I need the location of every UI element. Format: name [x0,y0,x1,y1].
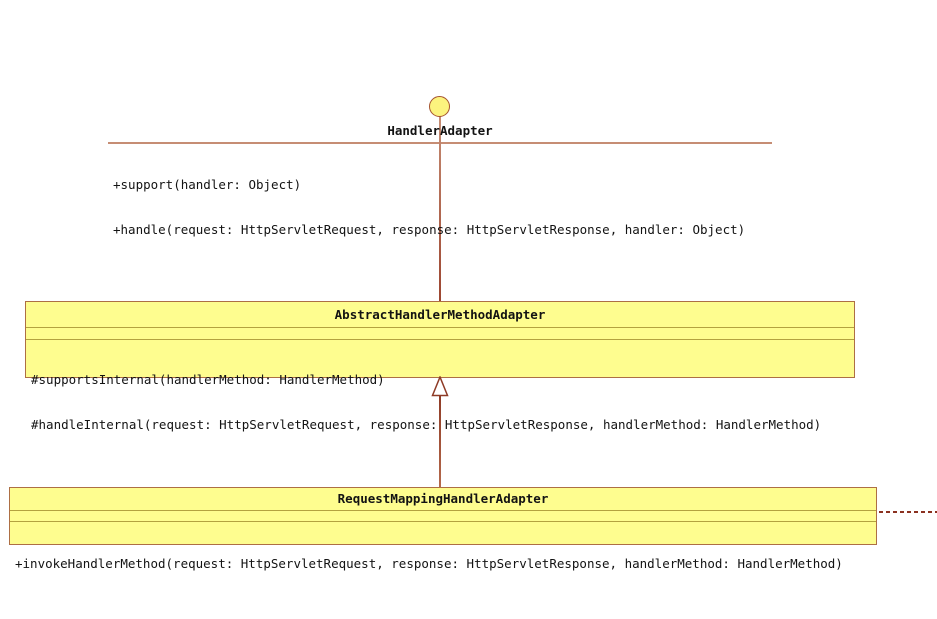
interface-method: +support(handler: Object) [113,177,302,192]
class-box-abstract-handler-method-adapter: AbstractHandlerMethodAdapter #supportsIn… [25,301,855,432]
interface-method: +handle(request: HttpServletRequest, res… [113,222,746,237]
class-method: #handleInternal(request: HttpServletRequ… [31,417,822,432]
fields-compartment [10,511,876,522]
class-method: #supportsInternal(handlerMethod: Handler… [31,372,385,387]
class-box-request-mapping-handler-adapter: RequestMappingHandlerAdapter +invokeHand… [9,487,877,571]
class-method: +invokeHandlerMethod(request: HttpServle… [15,556,843,571]
generalization-triangle-icon [431,376,449,397]
interface-lollipop-icon [429,96,450,117]
generalization-line [439,395,441,488]
fields-compartment [26,328,854,340]
methods-compartment: #supportsInternal(handlerMethod: Handler… [26,340,854,462]
methods-compartment: +invokeHandlerMethod(request: HttpServle… [10,522,876,601]
realization-line [439,116,441,302]
interface-methods: +support(handler: Object) +handle(reques… [113,147,745,267]
class-name: AbstractHandlerMethodAdapter [26,302,854,328]
dashed-dependency-line [879,511,937,513]
interface-name: HandlerAdapter [387,123,493,138]
class-name: RequestMappingHandlerAdapter [10,488,876,511]
